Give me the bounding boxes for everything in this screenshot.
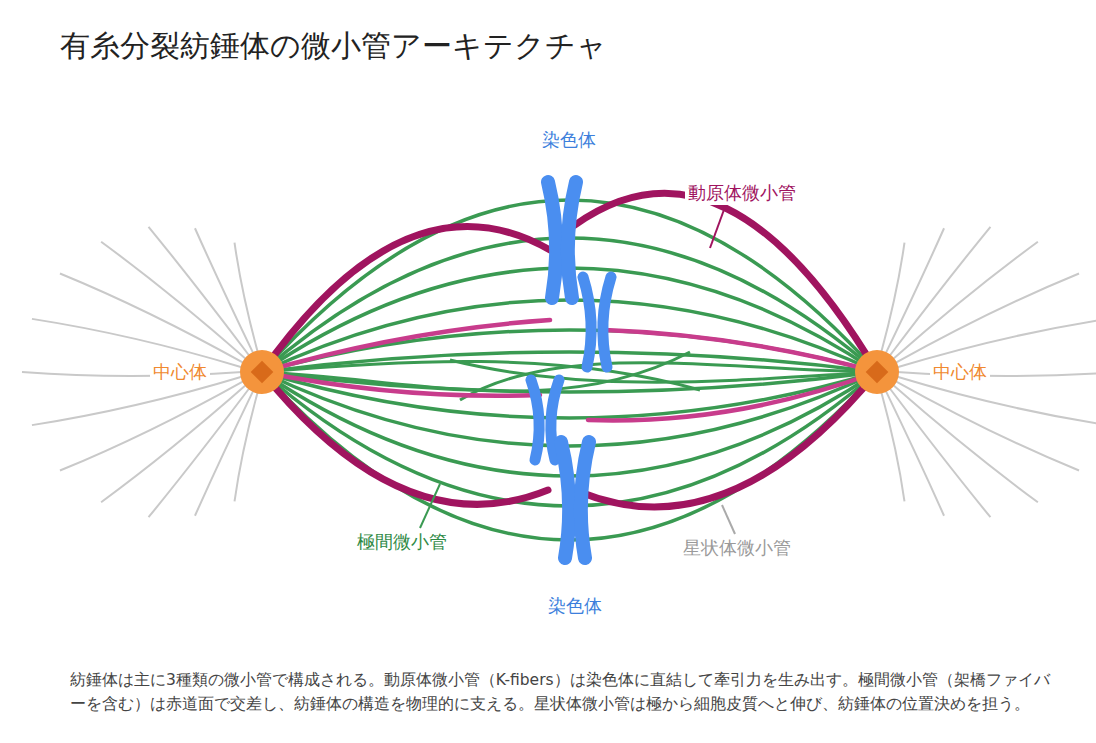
centriole: [866, 361, 889, 384]
astral-microtubule: [885, 228, 944, 354]
chromosome-label: 染色体: [539, 128, 599, 152]
centrosome-label: 中心体: [150, 360, 210, 384]
chromatid: [531, 380, 539, 460]
chromatid: [603, 277, 611, 367]
astral-microtubule: [881, 243, 904, 353]
centrosome-label: 中心体: [930, 360, 990, 384]
astral-microtubule: [60, 381, 244, 471]
interpolar-label: 極間微小管: [354, 530, 450, 554]
kinetochore-label: 動原体微小管: [685, 181, 799, 205]
interpolar-microtubule: [262, 372, 877, 446]
centrosome: [855, 350, 899, 394]
astral-microtubule: [896, 319, 1096, 368]
astral-microtubule: [896, 376, 1096, 425]
centrosome: [240, 350, 284, 394]
chromatid: [581, 442, 589, 558]
chromatid: [568, 182, 576, 298]
leader-line: [722, 505, 735, 534]
astral-microtubule: [895, 273, 1079, 363]
astral-label: 星状体微小管: [680, 536, 794, 560]
kinetochore-microtubule: [588, 372, 877, 420]
astral-microtubule: [195, 228, 254, 354]
astral-microtubule: [897, 372, 1096, 376]
astral-microtubule: [889, 227, 990, 356]
kinetochore-microtubule: [262, 372, 548, 504]
chromatid: [548, 182, 556, 298]
chromatid: [561, 442, 569, 558]
astral-microtubule: [149, 227, 250, 356]
kinetochore-microtubule: [262, 372, 540, 396]
astral-microtubule: [60, 273, 244, 363]
leader-line: [420, 484, 440, 528]
astral-microtubule: [885, 390, 944, 516]
kinetochore-microtubule: [262, 226, 550, 372]
astral-microtubule: [235, 243, 258, 353]
chromosome-label: 染色体: [545, 594, 605, 618]
kinetochore-microtubule: [262, 320, 550, 372]
leader-line: [710, 207, 725, 248]
centriole: [251, 361, 274, 384]
kinetochore-microtubule: [580, 372, 877, 507]
caption: 紡錘体は主に3種類の微小管で構成される。動原体微小管（K-fibers）は染色体…: [70, 668, 1060, 716]
astral-microtubule: [195, 390, 254, 516]
diagram-title: 有糸分裂紡錘体の微小管アーキテクチャ: [60, 26, 607, 67]
astral-microtubule: [32, 376, 243, 425]
astral-microtubule: [235, 392, 258, 502]
astral-microtubule: [32, 319, 243, 368]
chromatid: [583, 277, 591, 367]
astral-microtubule: [895, 381, 1079, 471]
astral-microtubule: [881, 392, 904, 502]
interpolar-microtubule: [262, 300, 877, 372]
kinetochore-microtubule: [605, 330, 877, 372]
kinetochore-microtubule: [575, 193, 877, 372]
